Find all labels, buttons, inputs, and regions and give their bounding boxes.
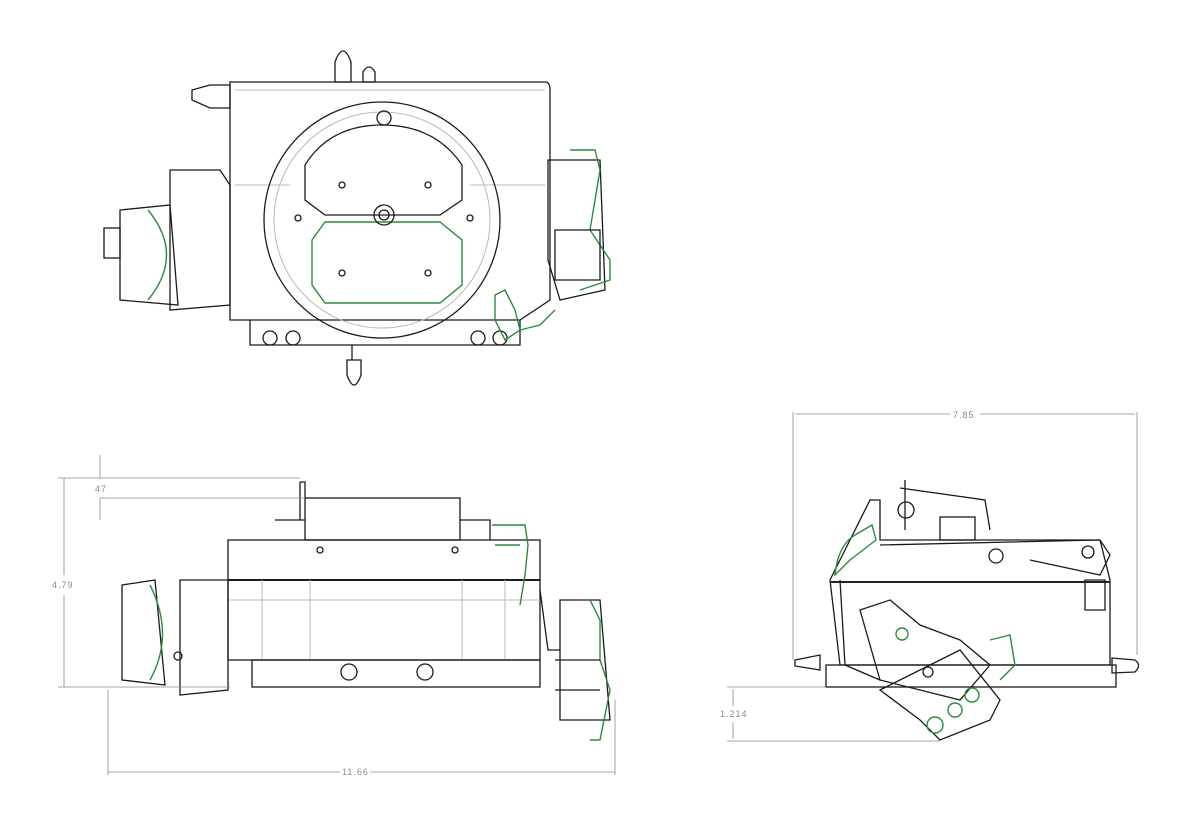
dimension-label-width: 11.66 <box>342 767 369 777</box>
front-view <box>121 481 611 741</box>
dimension-lines <box>58 412 1138 775</box>
dimension-label-side-offset: 1.214 <box>720 709 748 719</box>
side-view <box>794 480 1140 741</box>
dimension-label-top-offset: 47 <box>95 484 107 494</box>
top-view <box>103 50 611 386</box>
dimension-label-height: 4.79 <box>52 580 74 590</box>
dimension-label-depth: 7.85 <box>953 410 975 420</box>
